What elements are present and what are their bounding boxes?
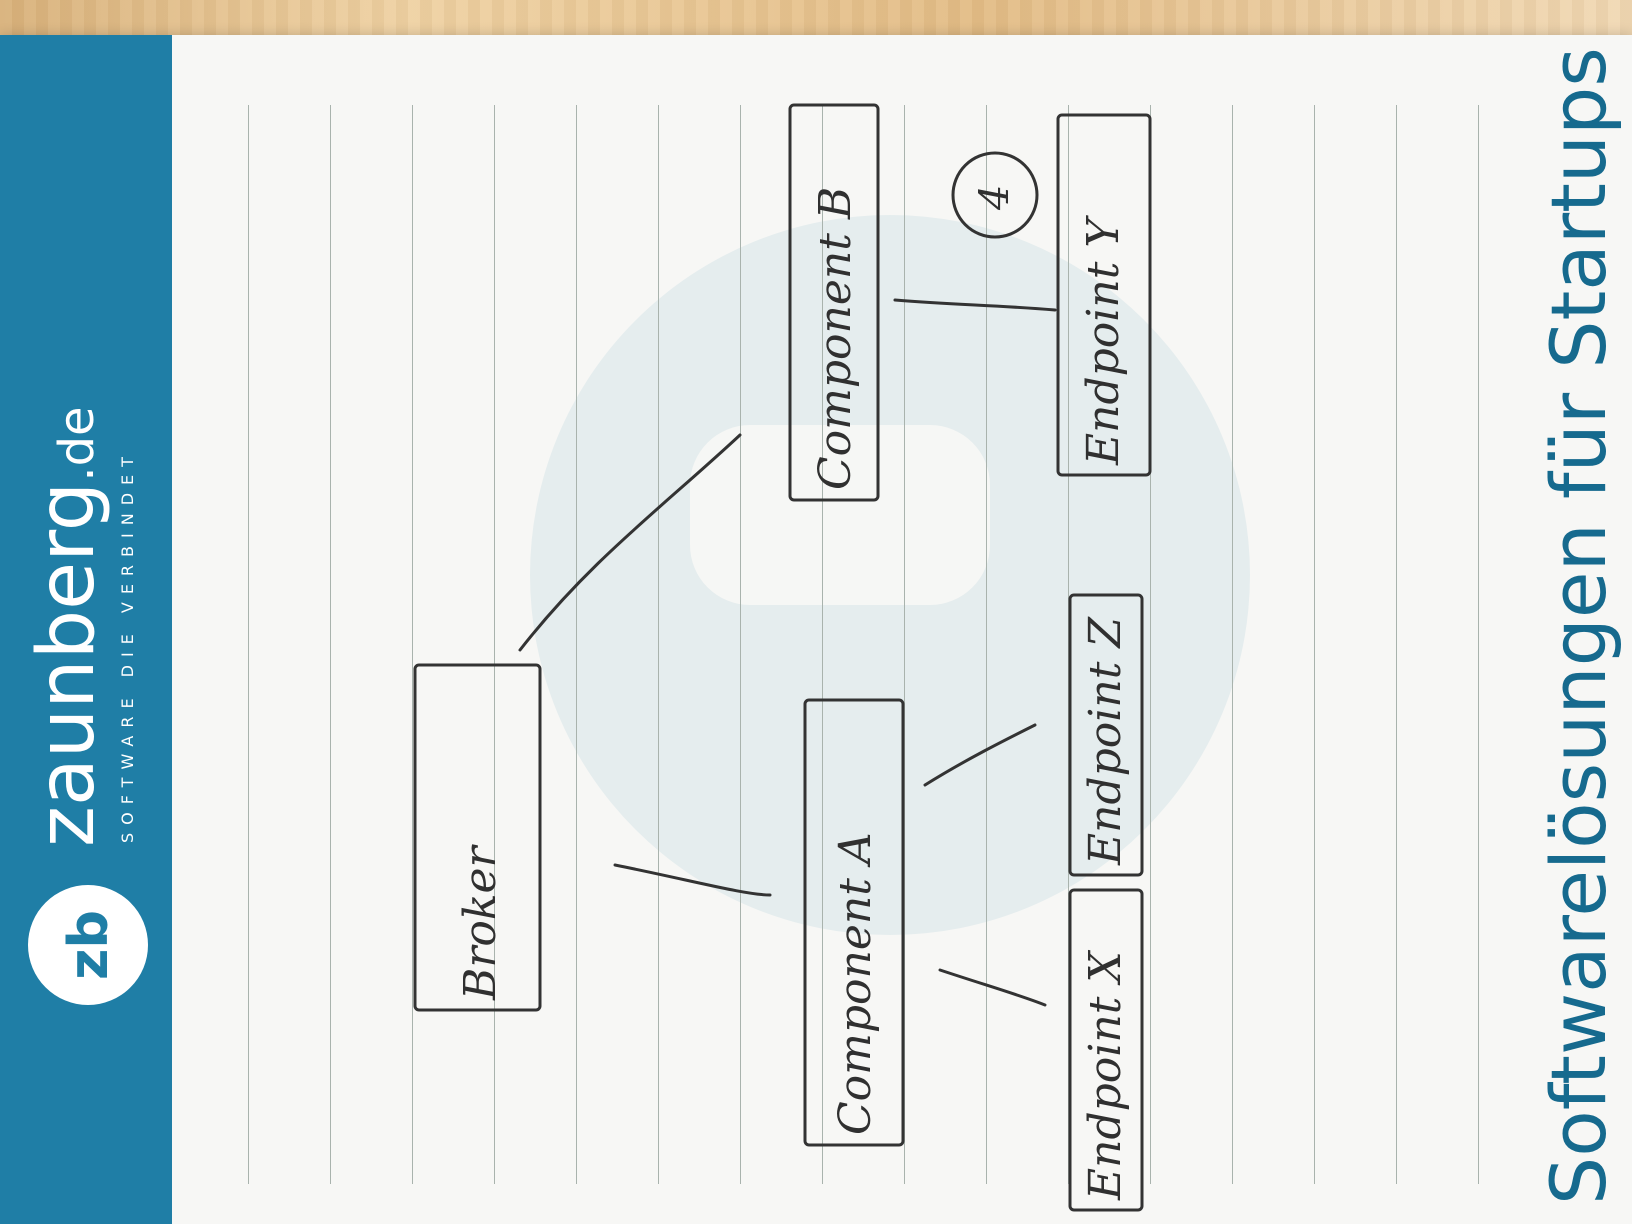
component-b-label: Component B	[810, 187, 861, 490]
notepad-rule-line	[1396, 105, 1397, 1184]
endpoint-z-label: Endpoint Z	[1080, 616, 1131, 866]
endpoint-y-label: Endpoint Y	[1078, 215, 1129, 466]
notepad-rule-line	[248, 105, 249, 1184]
broker-box	[413, 663, 542, 1012]
brand-band: zb zaunberg.de SOFTWARE DIE VERBINDET	[0, 35, 172, 1224]
connection-component-a-endpoint-z	[923, 723, 1037, 787]
endpoint-x-box	[1068, 888, 1144, 1212]
notepad-rule-line	[1314, 105, 1315, 1184]
connection-broker-component-b	[518, 433, 742, 652]
page-number: 4	[972, 185, 1018, 211]
connection-broker-component-a	[613, 863, 772, 897]
notepad-rule-line	[1232, 105, 1233, 1184]
connection-component-b-endpoint-y	[893, 298, 1057, 312]
notepad-rule-line	[1478, 105, 1479, 1184]
notepad-rule-line	[576, 105, 577, 1184]
connection-component-a-endpoint-x	[938, 968, 1047, 1007]
page-number-circle	[951, 151, 1039, 239]
component-b-box	[788, 103, 880, 502]
endpoint-x-label: Endpoint X	[1080, 950, 1131, 1201]
endpoint-z-box	[1068, 593, 1144, 877]
notepad-rule-line	[412, 105, 413, 1184]
notepad-rule-line	[1150, 105, 1151, 1184]
notepad-rule-line	[494, 105, 495, 1184]
notepad-rule-line	[904, 105, 905, 1184]
handwritten-diagram: Broker Component A Component B Endpoint …	[413, 47, 1623, 1212]
broker-label: Broker	[455, 843, 506, 1001]
slogan: Softwarelösungen für Startups	[1534, 47, 1623, 1205]
notepad-rule-line	[330, 105, 331, 1184]
notepad-rule-line	[986, 105, 987, 1184]
notepad-rule-line	[740, 105, 741, 1184]
endpoint-y-box	[1056, 113, 1152, 477]
component-a-label: Component A	[830, 832, 881, 1135]
component-a-box	[803, 698, 905, 1147]
notepad-sheet: zb zaunberg.de SOFTWARE DIE VERBINDET Br…	[0, 35, 1632, 1224]
notepad-rule-line	[658, 105, 659, 1184]
notepad-rule-line	[822, 105, 823, 1184]
